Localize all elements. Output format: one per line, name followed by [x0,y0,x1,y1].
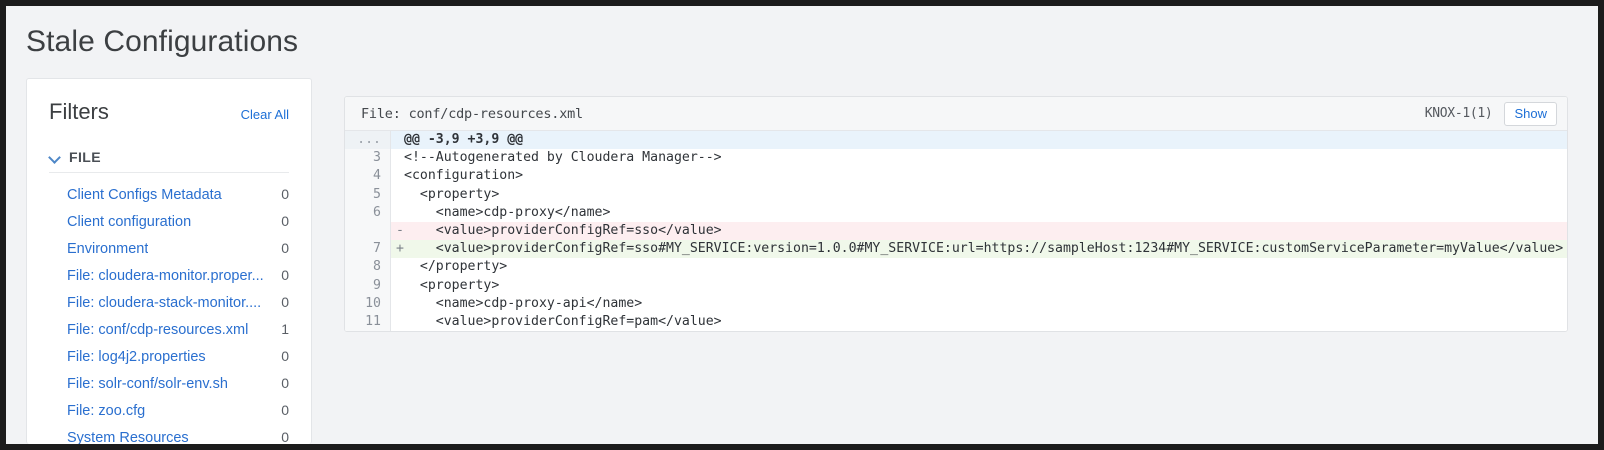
page-content: Filters Clear All FILE Client Configs Me… [6,78,1598,444]
diff-line-number [345,222,391,241]
facet-item-label[interactable]: File: log4j2.properties [67,349,206,365]
page-title: Stale Configurations [26,25,299,58]
diff-line-code: <property> [404,186,500,202]
diff-line-number: 4 [345,167,391,186]
diff-line: 11 <value>providerConfigRef=pam</value> [345,313,1567,332]
diff-line-code: <value>providerConfigRef=sso#MY_SERVICE:… [404,240,1567,259]
facet-item[interactable]: File: zoo.cfg 0 [49,397,289,424]
facet-item-label[interactable]: Environment [67,241,149,257]
facet-item[interactable]: System Resources 0 [49,424,289,444]
diff-line: 5 <property> [345,185,1567,204]
facet-item[interactable]: File: cloudera-monitor.proper... 0 [49,262,289,289]
diff-line-number: 5 [345,185,391,204]
diff-line-number: 7 [345,240,391,259]
diff-header-actions: KNOX-1(1) Show [1424,101,1557,126]
diff-line-marker [391,167,404,185]
facet-item-label[interactable]: Client Configs Metadata [67,187,222,203]
facet-item-label[interactable]: File: cloudera-stack-monitor.... [67,295,262,311]
diff-line-number: 6 [345,203,391,223]
facet-item-count: 0 [281,186,289,202]
diff-line-number: 10 [345,294,391,314]
filters-header: Filters Clear All [49,99,289,125]
diff-line-code: <value>providerConfigRef=pam</value> [404,314,722,330]
diff-line-number: 11 [345,313,391,332]
diff-line-number: ... [345,131,391,150]
diff-line-marker [391,149,404,167]
filters-title: Filters [49,99,109,124]
app-screen: Stale Configurations Filters Clear All F… [6,6,1598,444]
facet-item[interactable]: File: log4j2.properties 0 [49,343,289,370]
facet-item-count: 0 [281,213,289,229]
chevron-down-icon [49,151,61,163]
diff-line-marker [391,131,404,150]
diff-line-code: <name>cdp-proxy-api</name> [404,295,643,311]
diff-line-marker: + [391,240,404,259]
facet-item[interactable]: Environment 0 [49,235,289,262]
facet-item[interactable]: Client Configs Metadata 0 [49,181,289,208]
diff-line-number: 8 [345,258,391,277]
diff-line-code: <!--Autogenerated by Cloudera Manager--> [404,150,722,166]
facet-item-count: 0 [281,267,289,283]
facet-item[interactable]: File: solr-conf/solr-env.sh 0 [49,370,289,397]
diff-line-marker [391,295,404,313]
diff-line-code: </property> [404,259,508,275]
diff-line-marker [391,258,404,276]
diff-line: - <value>providerConfigRef=sso</value> [345,222,1567,241]
diff-line: 4 <configuration> [345,167,1567,186]
facet-item-count: 0 [281,429,289,444]
diff-line: 7+ <value>providerConfigRef=sso#MY_SERVI… [345,240,1567,259]
facet-item-label[interactable]: File: zoo.cfg [67,403,146,419]
diff-panel: File: conf/cdp-resources.xml KNOX-1(1) S… [344,96,1568,333]
diff-line-number: 9 [345,276,391,295]
diff-line-code: <name>cdp-proxy</name> [404,204,611,220]
facet-item-count: 0 [281,240,289,256]
diff-line: 9 <property> [345,276,1567,295]
facet-item[interactable]: File: cloudera-stack-monitor.... 0 [49,289,289,316]
diff-line-code: <value>providerConfigRef=sso</value> [404,222,1567,241]
diff-line: ... @@ -3,9 +3,9 @@ [345,131,1567,150]
facet-item-label[interactable]: File: cloudera-monitor.proper... [67,268,264,284]
facet-item-count: 0 [281,294,289,310]
diff-line-marker [391,277,404,295]
facet-item-count: 0 [281,375,289,391]
facet-item-label[interactable]: File: solr-conf/solr-env.sh [67,376,228,392]
diff-line: 8 </property> [345,258,1567,277]
filters-panel: Filters Clear All FILE Client Configs Me… [26,78,312,444]
diff-role-tag: KNOX-1(1) [1424,106,1493,121]
show-button[interactable]: Show [1504,101,1557,126]
clear-all-link[interactable]: Clear All [240,107,289,122]
diff-line-code: <property> [404,277,500,293]
facet-item-count: 1 [281,321,289,337]
diff-panel-wrapper: File: conf/cdp-resources.xml KNOX-1(1) S… [344,96,1568,333]
facet-item[interactable]: File: conf/cdp-resources.xml 1 [49,316,289,343]
facet-item-count: 0 [281,402,289,418]
facet-item-label[interactable]: File: conf/cdp-resources.xml [67,322,249,338]
diff-panel-header: File: conf/cdp-resources.xml KNOX-1(1) S… [345,97,1567,131]
diff-line-marker: - [391,222,404,241]
diff-line-marker [391,186,404,204]
facet-item-label[interactable]: Client configuration [67,214,192,230]
facet-item-label[interactable]: System Resources [67,430,189,444]
diff-line: 3 <!--Autogenerated by Cloudera Manager--… [345,149,1567,168]
diff-line: 6 <name>cdp-proxy</name> [345,203,1567,223]
facet-group-label: FILE [69,149,101,165]
facet-group-header[interactable]: FILE [49,149,289,173]
diff-line-code: <configuration> [404,168,524,184]
diff-file-label: File: conf/cdp-resources.xml [361,105,583,122]
diff-line-number: 3 [345,149,391,168]
diff-line: 10 <name>cdp-proxy-api</name> [345,294,1567,314]
facet-item-count: 0 [281,348,289,364]
diff-body: ... @@ -3,9 +3,9 @@ 3 <!--Autogenerated by … [345,131,1567,332]
facet-item[interactable]: Client configuration 0 [49,208,289,235]
page-header: Stale Configurations [6,6,1598,78]
diff-line-marker [391,204,404,222]
diff-line-code: @@ -3,9 +3,9 @@ [404,131,1567,150]
diff-line-marker [391,313,404,331]
